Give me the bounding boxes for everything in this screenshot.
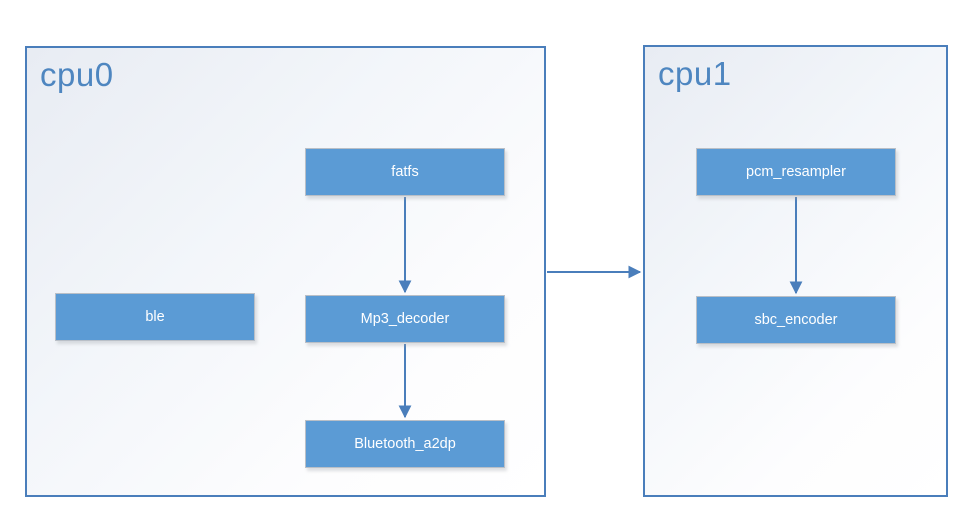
container-cpu1: cpu1 — [643, 45, 948, 497]
node-mp3-decoder: Mp3_decoder — [305, 295, 505, 343]
container-cpu0: cpu0 — [25, 46, 546, 497]
node-bluetooth-a2dp: Bluetooth_a2dp — [305, 420, 505, 468]
container-label-cpu1: cpu1 — [658, 55, 732, 92]
node-fatfs: fatfs — [305, 148, 505, 196]
container-label-cpu0: cpu0 — [40, 56, 114, 93]
node-pcm-resampler: pcm_resampler — [696, 148, 896, 196]
node-sbc-encoder: sbc_encoder — [696, 296, 896, 344]
node-ble: ble — [55, 293, 255, 341]
